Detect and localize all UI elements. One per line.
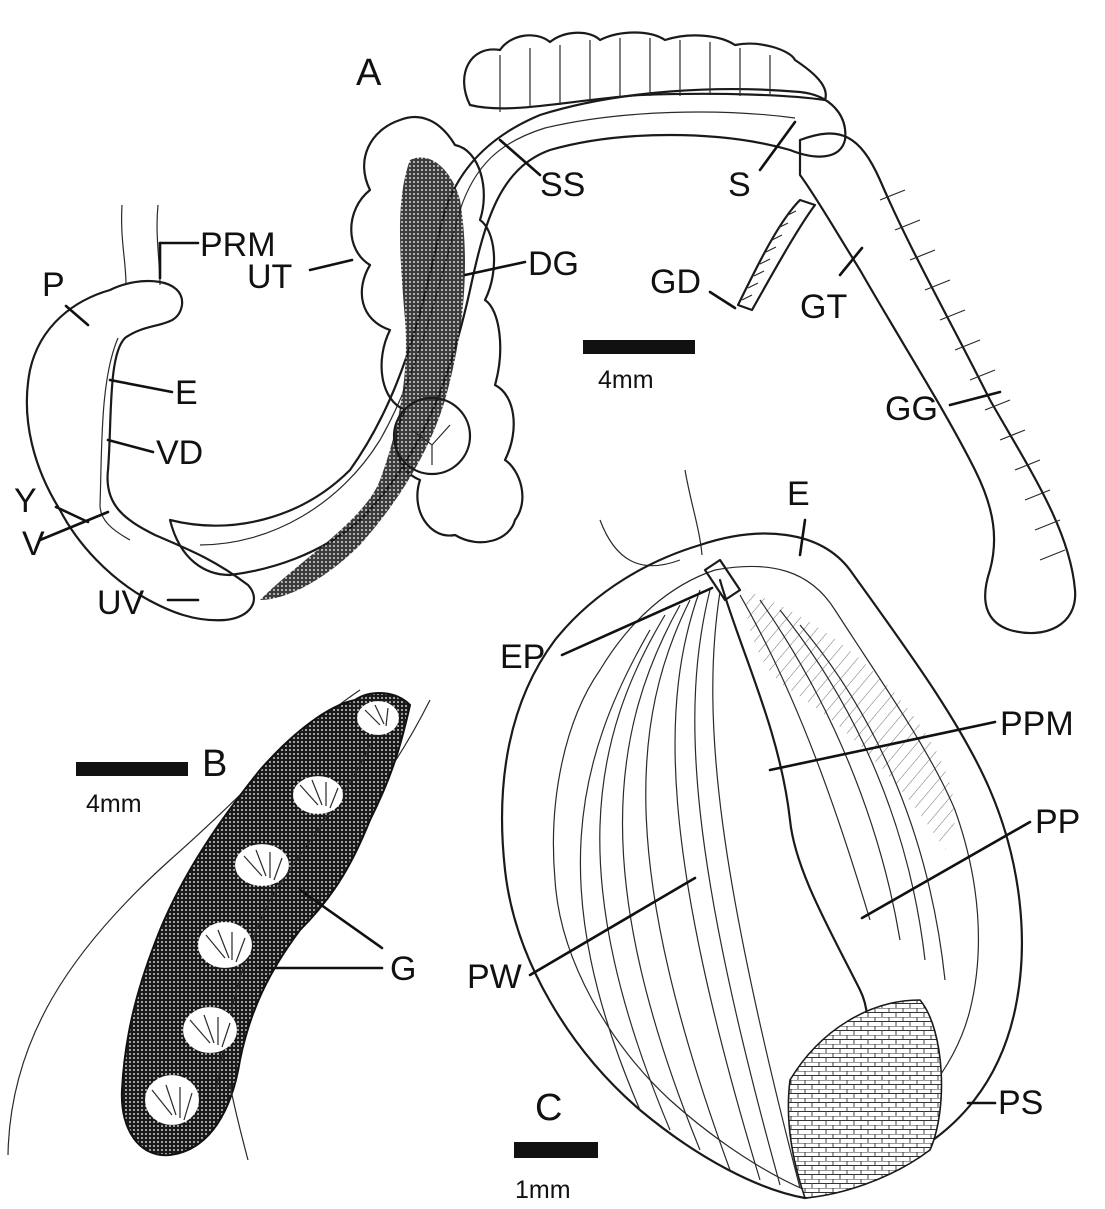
label-pw: PW [467, 958, 522, 996]
label-g: G [390, 950, 416, 988]
label-y: Y [14, 482, 37, 520]
panel-c-drawing [502, 470, 1022, 1198]
label-ss: SS [540, 166, 585, 204]
panel-a-leaders [40, 122, 1000, 600]
label-p: P [42, 266, 65, 304]
spermoviduct-outline [170, 89, 845, 575]
label-ut: UT [247, 258, 292, 296]
retractor-muscle [122, 205, 160, 285]
label-v: V [22, 525, 45, 563]
scale-bar-a [583, 340, 695, 354]
panel-a-letter: A [356, 52, 382, 94]
scale-label-b: 4mm [86, 790, 142, 818]
panel-a-drawing [27, 33, 1075, 634]
digestive-gland [260, 157, 465, 600]
penis-outline [27, 281, 254, 620]
label-uv: UV [97, 584, 145, 622]
scale-label-c: 1mm [515, 1176, 571, 1204]
scale-bar-b [76, 762, 188, 776]
label-ps: PS [998, 1084, 1043, 1122]
scale-bar-c [514, 1142, 598, 1158]
label-gd: GD [650, 263, 701, 301]
papilla-muscle [745, 590, 955, 850]
label-gt: GT [800, 288, 847, 326]
label-ppm: PPM [1000, 705, 1074, 743]
scale-label-a: 4mm [598, 366, 654, 394]
panel-b-letter: B [202, 743, 227, 785]
label-pp: PP [1035, 803, 1080, 841]
basal-reticulum [788, 1000, 941, 1198]
label-ep: EP [500, 638, 545, 676]
label-e-c: E [787, 475, 810, 513]
label-vd: VD [156, 434, 203, 472]
label-gg: GG [885, 390, 938, 428]
uterus-folds [464, 33, 826, 109]
label-e-a: E [175, 374, 198, 412]
genital-gland [800, 133, 1075, 633]
label-dg: DG [528, 245, 579, 283]
panel-c-letter: C [535, 1087, 562, 1129]
label-s: S [728, 166, 751, 204]
